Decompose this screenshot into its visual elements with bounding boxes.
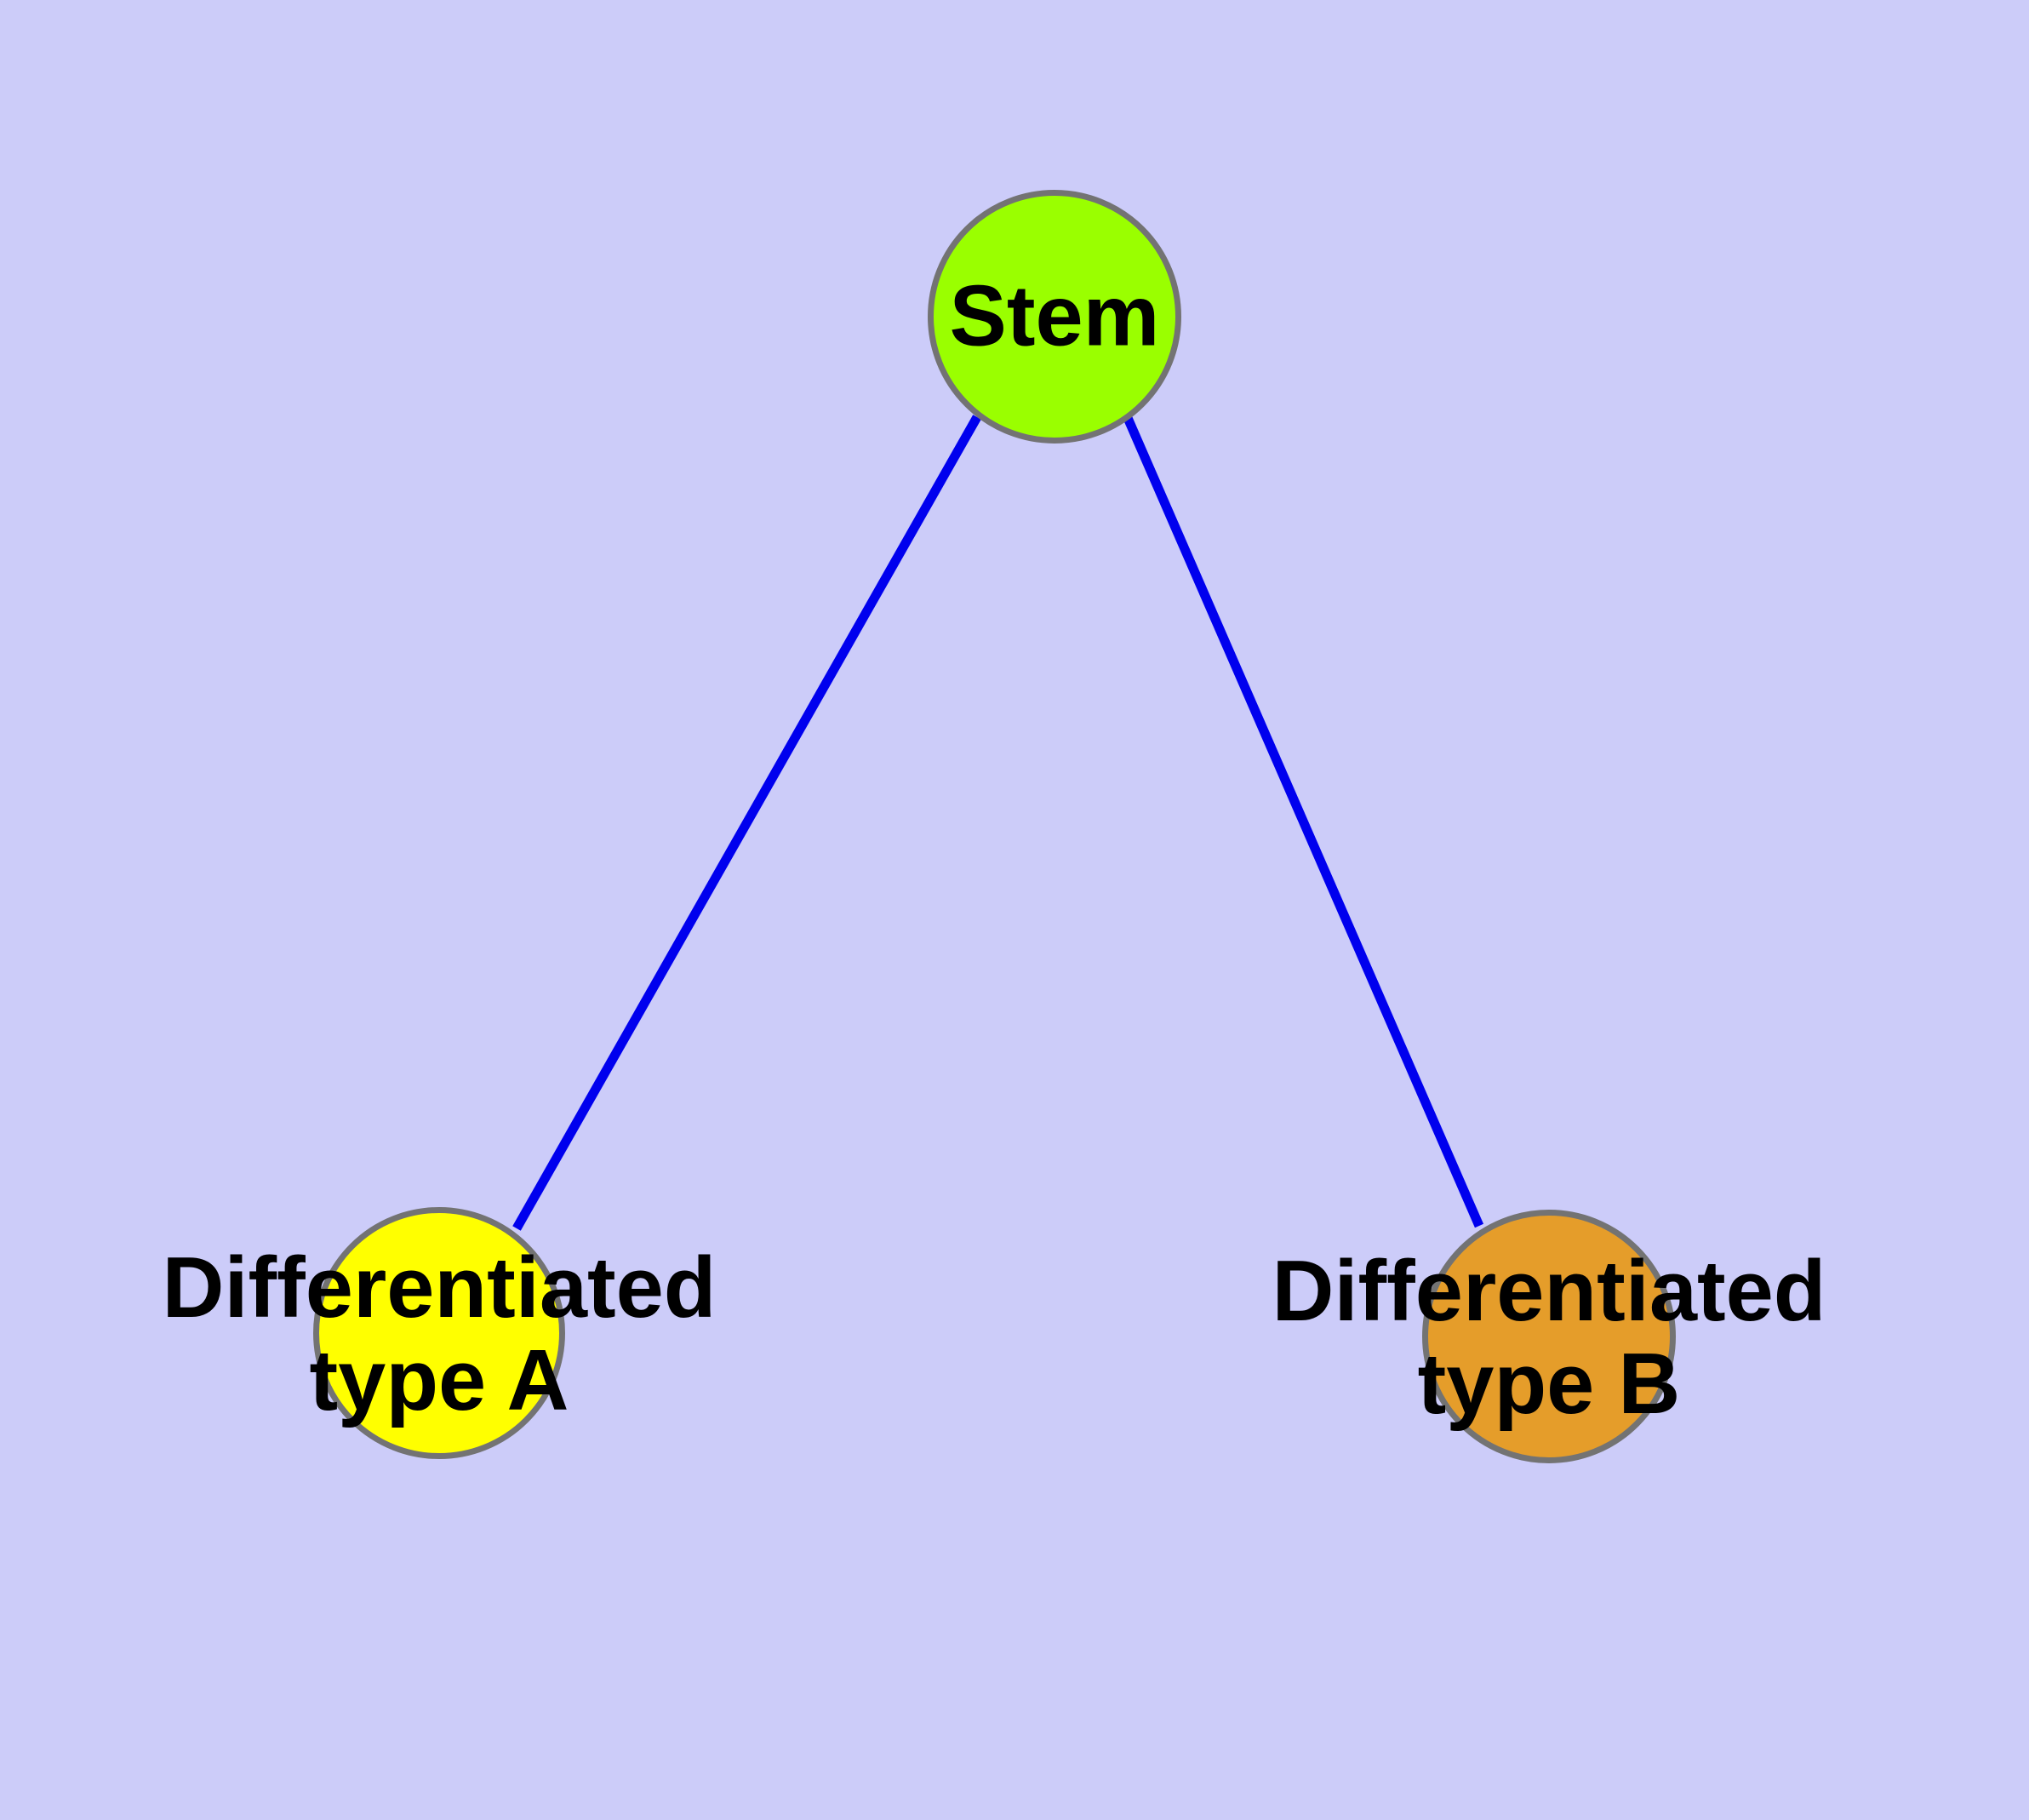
node-differentiated-type-b[interactable] — [1422, 1210, 1676, 1463]
edge-layer — [512, 415, 1484, 1231]
node-differentiated-type-a[interactable] — [313, 1207, 565, 1459]
node-layer — [313, 190, 1676, 1463]
edge-stem-to-type-a[interactable] — [512, 415, 981, 1231]
edge-stem-to-type-b[interactable] — [1123, 415, 1484, 1228]
node-stem[interactable] — [928, 190, 1181, 444]
